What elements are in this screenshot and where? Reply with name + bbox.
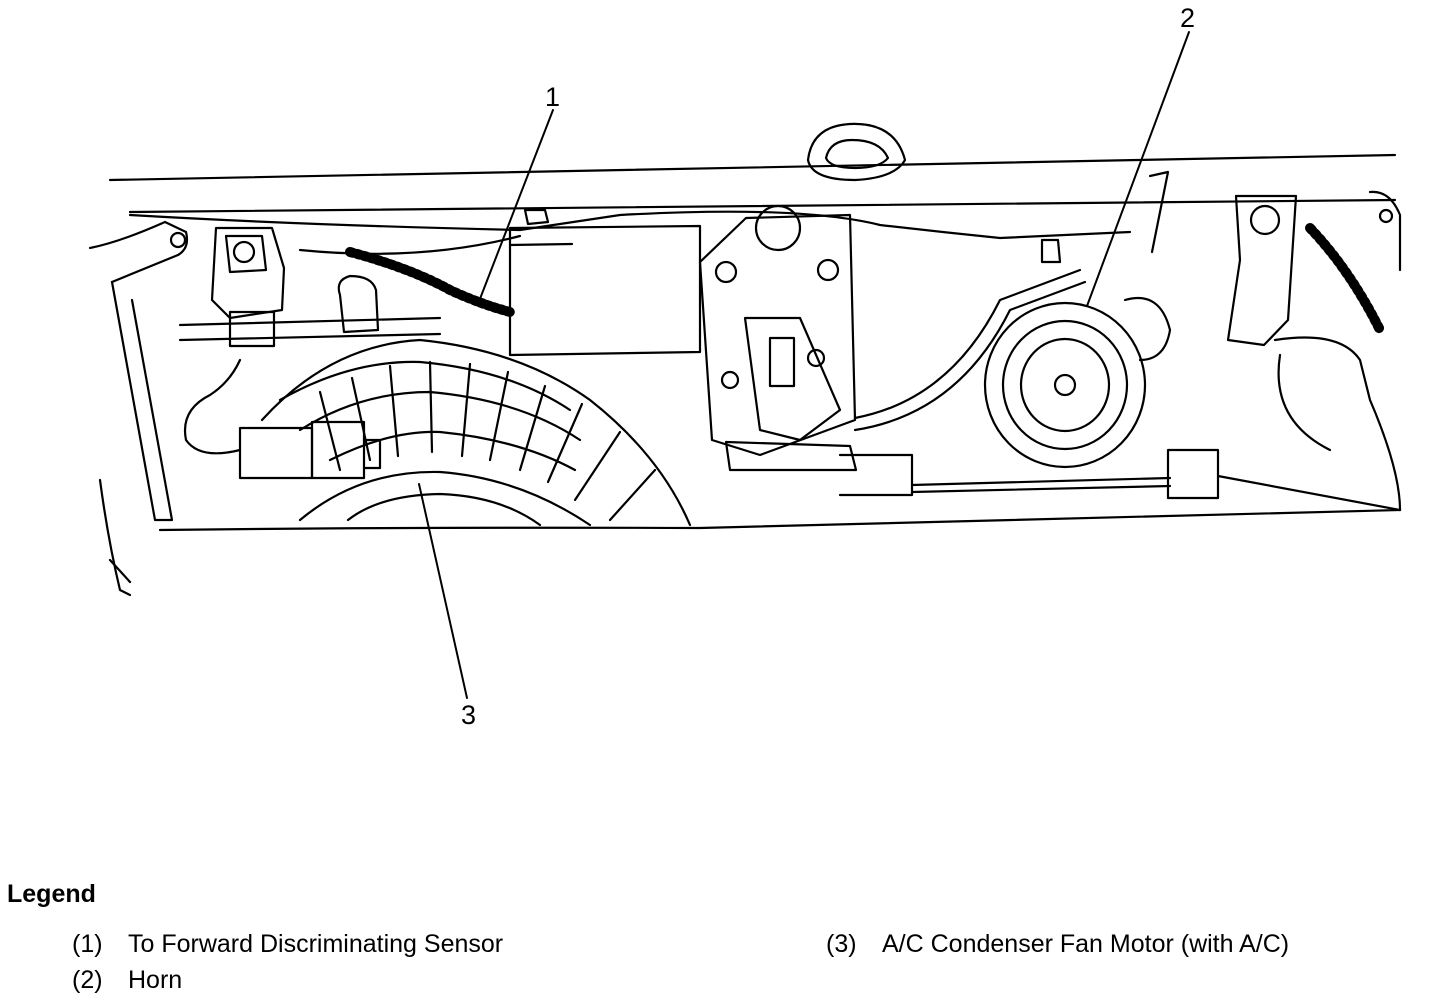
callout-number-3: 3 [461, 700, 476, 730]
sensor-harness [345, 247, 515, 317]
left-fender-apron [88, 220, 189, 597]
radiator-support [108, 153, 1397, 255]
radiator-cap [806, 122, 907, 182]
center-mount [698, 204, 914, 497]
fan-shroud [260, 338, 692, 527]
legend-item-label: To Forward Discriminating Sensor [128, 930, 504, 958]
engine-bay-diagram: 1 2 3 [88, 3, 1402, 730]
callout-leaders [418, 31, 1190, 699]
ac-line [178, 274, 442, 348]
brace-rod [853, 268, 1402, 512]
callout-number-2: 2 [1180, 3, 1195, 33]
legend-item: (3) A/C Condenser Fan Motor (with A/C) [826, 930, 1289, 959]
legend-item-label: A/C Condenser Fan Motor (with A/C) [882, 930, 1290, 958]
legend-item: (2) Horn [72, 966, 182, 995]
horn [983, 238, 1172, 469]
lower-body-line [158, 508, 1402, 532]
legend-item-number: (1) [72, 930, 103, 958]
fan-connector [183, 358, 382, 480]
legend-item-number: (2) [72, 966, 103, 994]
legend-item-number: (3) [826, 930, 857, 958]
legend-item: (1) To Forward Discriminating Sensor [72, 930, 503, 959]
legend-item-label: Horn [128, 966, 183, 994]
legend-title: Legend [7, 880, 96, 908]
right-fender-edge [1305, 190, 1402, 335]
left-bracket [210, 226, 286, 320]
callout-number-1: 1 [545, 82, 560, 112]
right-bracket [1148, 170, 1402, 512]
module-box [508, 208, 702, 357]
